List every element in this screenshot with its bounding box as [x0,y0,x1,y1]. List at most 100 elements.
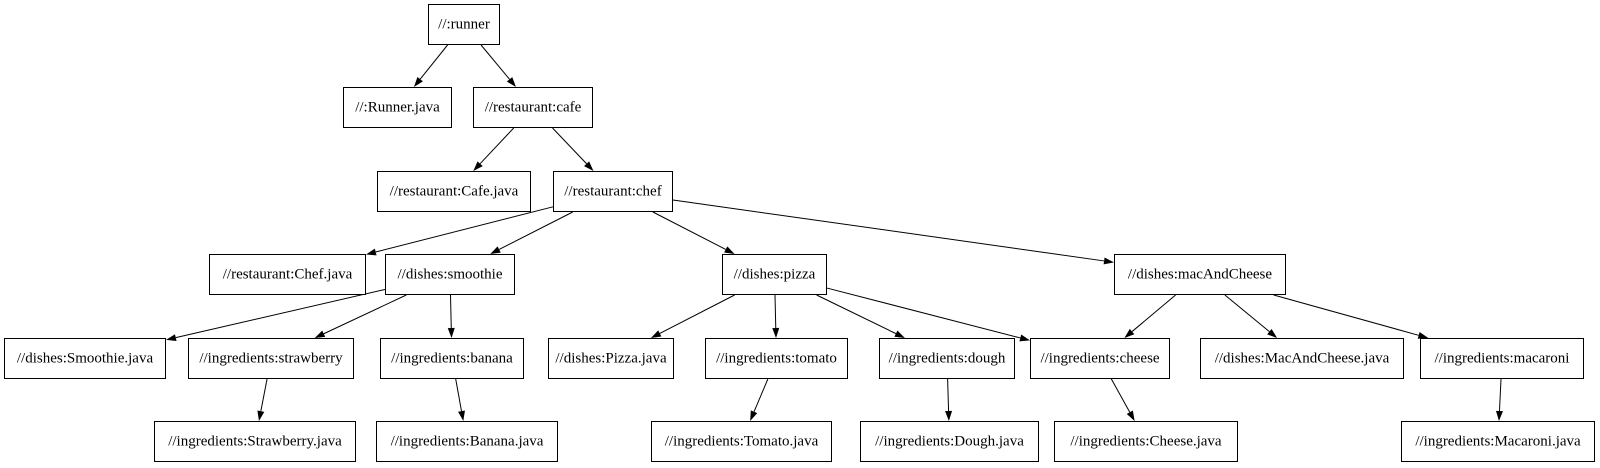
node-label: //restaurant:cafe [485,100,582,116]
node-box [154,421,356,462]
edge-line [552,127,587,165]
graph-edge-smoothie-to-smoothie_java [166,288,386,342]
graph-edge-runner-to-runner_java [413,44,448,87]
edge-line [774,294,777,329]
edge-line [480,44,510,80]
graph-node-dough: //ingredients:dough [879,338,1015,379]
node-label: //restaurant:chef [564,184,661,200]
edge-arrowhead-icon [1124,328,1135,338]
graph-node-cheese_java: //ingredients:Cheese.java [1054,421,1238,462]
graph-edge-smoothie-to-banana [447,294,455,338]
node-label: //ingredients:Cheese.java [1070,434,1222,450]
node-label: //ingredients:dough [889,351,1006,367]
graph-node-mac_and_cheese_java: //dishes:MacAndCheese.java [1200,338,1404,379]
node-box [209,254,366,295]
graph-edge-mac_and_cheese-to-cheese [1124,294,1176,338]
edge-arrowhead-icon [458,410,465,421]
edge-arrowhead-icon [473,161,483,171]
node-box [385,254,515,295]
graph-node-tomato_java: //ingredients:Tomato.java [651,421,832,462]
node-label: //ingredients:strawberry [199,351,343,367]
edge-line [455,378,463,412]
edge-line [498,211,573,250]
node-label: //dishes:pizza [734,267,816,283]
edge-arrowhead-icon [945,410,953,421]
node-label: //ingredients:macaroni [1435,351,1570,367]
edge-arrowhead-icon [1495,410,1503,421]
graph-node-dough_java: //ingredients:Dough.java [860,421,1039,462]
edge-line [175,288,386,339]
graph-edge-pizza-to-pizza_java [650,294,735,338]
node-box [377,171,531,212]
edge-arrowhead-icon [506,77,516,87]
node-box [188,338,354,379]
edge-arrowhead-icon [490,246,501,254]
graph-node-macaroni: //ingredients:macaroni [1420,338,1584,379]
edge-line [1273,294,1419,336]
graph-node-runner: //:runner [428,4,500,45]
edge-line [659,294,735,334]
edge-arrowhead-icon [1019,334,1030,342]
graph-edge-banana-to-banana_java [455,378,465,421]
graph-node-pizza: //dishes:pizza [722,254,827,295]
node-label: //ingredients:Macaroni.java [1415,434,1581,450]
node-box [428,4,500,45]
node-box [1114,254,1286,295]
node-box [1420,338,1584,379]
node-label: //ingredients:Banana.java [391,434,544,450]
edge-line [419,44,448,80]
graph-node-mac_and_cheese: //dishes:macAndCheese [1114,254,1286,295]
node-label: //dishes:MacAndCheese.java [1215,351,1390,367]
node-label: //restaurant:Cafe.java [390,184,519,200]
node-box [705,338,848,379]
graph-node-smoothie_java: //dishes:Smoothie.java [4,338,166,379]
graph-edge-macaroni-to-macaroni_java [1495,378,1503,421]
graph-edge-chef-to-chef_java [366,206,554,256]
edge-arrowhead-icon [724,246,735,254]
edge-line [1224,294,1270,333]
edge-line [323,294,407,335]
graph-node-cheese: //ingredients:cheese [1030,338,1170,379]
node-label: //ingredients:tomato [716,351,837,367]
node-box [1054,421,1238,462]
node-box [722,254,827,295]
edge-arrowhead-icon [584,161,594,171]
node-label: //ingredients:banana [391,351,513,367]
graph-edge-cafe-to-cafe_java [473,127,515,171]
node-label: //dishes:smoothie [398,267,503,283]
node-label: //ingredients:Strawberry.java [168,434,342,450]
graph-node-strawberry: //ingredients:strawberry [188,338,354,379]
edge-arrowhead-icon [894,330,905,338]
graph-edge-pizza-to-tomato [772,294,780,338]
edge-line [672,199,1105,262]
graph-node-banana_java: //ingredients:Banana.java [376,421,558,462]
node-box [651,421,832,462]
edge-arrowhead-icon [314,330,326,338]
node-label: //:runner [438,17,490,33]
graph-edge-mac_and_cheese-to-macaroni [1273,294,1429,339]
node-label: //dishes:macAndCheese [1128,267,1272,283]
edge-line [479,127,515,165]
graph-edge-mac_and_cheese-to-mac_and_cheese_java [1224,294,1278,338]
edge-line [826,287,1021,339]
graph-node-strawberry_java: //ingredients:Strawberry.java [154,421,356,462]
node-box [879,338,1015,379]
edge-arrowhead-icon [447,327,455,338]
graph-edge-pizza-to-dough [816,294,905,338]
edge-line [947,378,950,412]
edge-line [816,294,897,335]
edge-arrowhead-icon [1103,257,1114,265]
node-label: //dishes:Smoothie.java [17,351,154,367]
graph-node-runner_java: //:Runner.java [343,87,452,128]
graph-edge-chef-to-smoothie [490,211,573,254]
graph-node-cafe: //restaurant:cafe [473,87,593,128]
node-label: //:Runner.java [355,100,440,116]
graph-edge-strawberry-to-strawberry_java [257,378,268,421]
edge-line [753,378,769,412]
node-box [860,421,1039,462]
edge-arrowhead-icon [750,410,758,421]
node-label: //dishes:Pizza.java [555,351,667,367]
node-box [376,421,558,462]
graph-edge-cafe-to-chef [552,127,594,171]
